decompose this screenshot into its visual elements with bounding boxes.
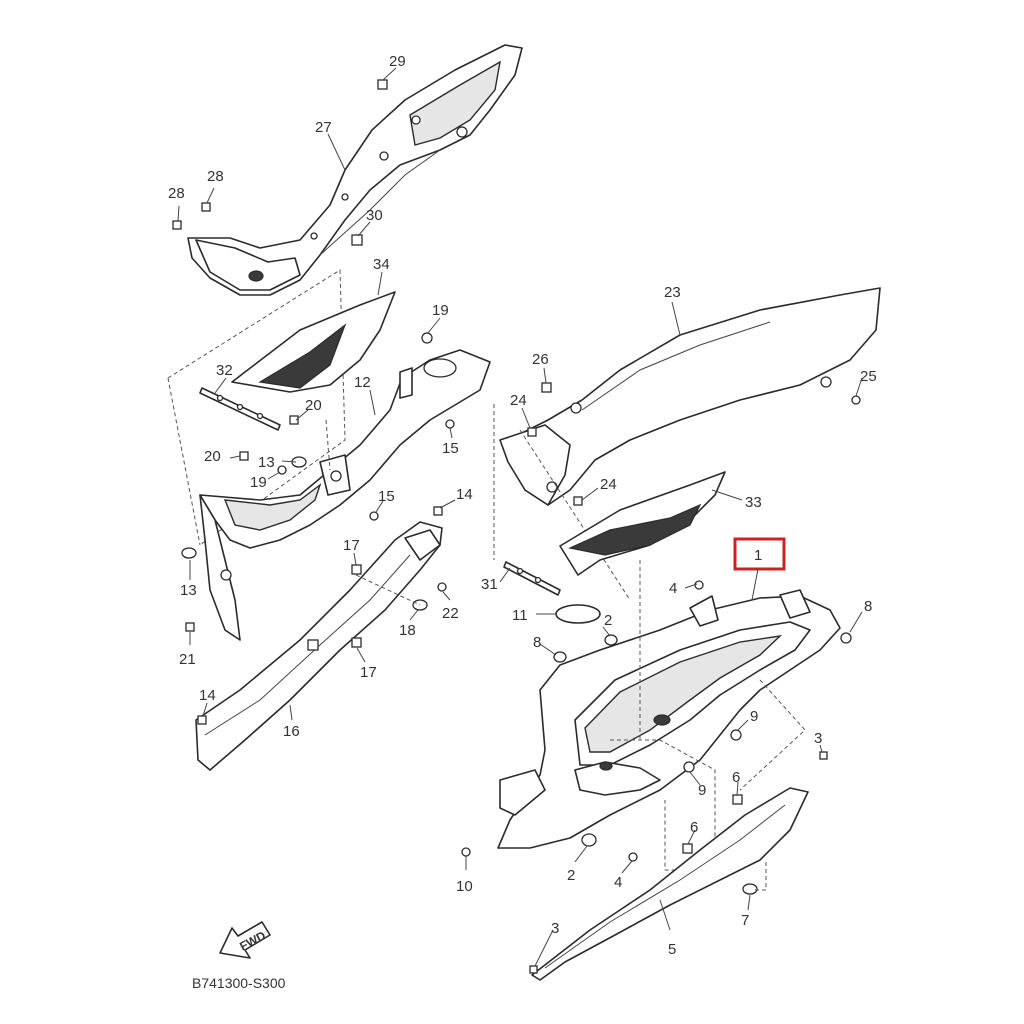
fastener-28b[interactable] [201, 202, 211, 212]
part-23-side-cover-upper[interactable] [499, 287, 881, 506]
fastener-24a[interactable] [527, 427, 537, 437]
label-32: 32 [216, 362, 233, 379]
label-15b: 15 [378, 488, 395, 505]
fastener-15b[interactable] [369, 511, 379, 521]
label-17a: 17 [343, 537, 360, 554]
label-31: 31 [481, 576, 498, 593]
label-34: 34 [373, 256, 390, 273]
label-20b: 20 [204, 448, 221, 465]
label-14b: 14 [199, 687, 216, 704]
label-21: 21 [179, 651, 196, 668]
label-2a: 2 [604, 612, 612, 629]
fastener-3a[interactable] [819, 751, 828, 760]
label-24a: 24 [510, 392, 527, 409]
fwd-arrow-icon: FWD [219, 921, 271, 959]
part-34-decal[interactable] [231, 291, 396, 393]
part-12-inner-cover[interactable] [199, 349, 491, 641]
callout-labels: 29 27 28 28 30 34 32 19 12 20 20 13 19 1… [168, 53, 877, 958]
fastener-20b[interactable] [239, 451, 249, 461]
clip-14b[interactable] [197, 715, 207, 725]
fastener-4a[interactable] [694, 580, 704, 590]
fastener-24b[interactable] [573, 496, 583, 506]
clip-6a[interactable] [732, 794, 743, 805]
label-7: 7 [741, 912, 749, 929]
label-33: 33 [745, 494, 762, 511]
fastener-25[interactable] [851, 395, 861, 405]
fastener-20a[interactable] [289, 415, 299, 425]
label-17b: 17 [360, 664, 377, 681]
label-18: 18 [399, 622, 416, 639]
fastener-26[interactable] [541, 382, 552, 393]
label-19a: 19 [432, 302, 449, 319]
fastener-29[interactable] [377, 79, 388, 90]
diagram-code: B741300-S300 [192, 975, 286, 991]
part-33-decal[interactable] [559, 471, 726, 576]
label-9a: 9 [750, 708, 758, 725]
label-4b: 4 [614, 874, 622, 891]
fastener-8a[interactable] [840, 632, 852, 644]
part-1-highlight-box [733, 537, 786, 571]
label-30: 30 [366, 207, 383, 224]
label-19b: 19 [250, 474, 267, 491]
fastener-21[interactable] [185, 622, 195, 632]
part-27-side-cover[interactable] [187, 44, 523, 296]
label-29: 29 [389, 53, 406, 70]
clip-30[interactable] [351, 234, 363, 246]
label-6b: 6 [690, 819, 698, 836]
label-9b: 9 [698, 782, 706, 799]
cap-11[interactable] [555, 604, 601, 624]
part-16-side-skirt[interactable] [195, 521, 443, 771]
grommet-2a[interactable] [604, 634, 618, 646]
label-13b: 13 [180, 582, 197, 599]
label-22: 22 [442, 605, 459, 622]
label-28b: 28 [207, 168, 224, 185]
label-2b: 2 [567, 867, 575, 884]
part-5-lower-skirt[interactable] [531, 787, 809, 981]
clip-17b[interactable] [351, 637, 362, 648]
label-6a: 6 [732, 769, 740, 786]
label-13a: 13 [258, 454, 275, 471]
label-25: 25 [860, 368, 877, 385]
label-28a: 28 [168, 185, 185, 202]
label-20a: 20 [305, 397, 322, 414]
label-3b: 3 [551, 920, 559, 937]
label-8a: 8 [864, 598, 872, 615]
grommet-2b[interactable] [581, 833, 597, 847]
fastener-15a[interactable] [445, 419, 455, 429]
label-16: 16 [283, 723, 300, 740]
label-12: 12 [354, 374, 371, 391]
label-15a: 15 [442, 440, 459, 457]
label-4a: 4 [669, 580, 677, 597]
label-11: 11 [512, 607, 528, 624]
fastener-19a[interactable] [421, 332, 433, 344]
clip-6b[interactable] [682, 843, 693, 854]
fastener-10[interactable] [461, 847, 471, 857]
label-14a: 14 [456, 486, 473, 503]
grommet-7[interactable] [742, 883, 758, 895]
fastener-4b[interactable] [628, 852, 638, 862]
label-1: 1 [754, 547, 762, 564]
part-31-clip-strip[interactable] [503, 561, 561, 596]
clip-9a[interactable] [730, 729, 742, 741]
part-32-clip-strip[interactable] [199, 387, 281, 431]
fastener-22[interactable] [437, 582, 447, 592]
clip-17a[interactable] [351, 564, 362, 575]
label-3a: 3 [814, 730, 822, 747]
label-23: 23 [664, 284, 681, 301]
clip-14a[interactable] [433, 506, 443, 516]
label-8b: 8 [533, 634, 541, 651]
clip-9b[interactable] [683, 761, 695, 773]
grommet-13b[interactable] [181, 547, 197, 559]
grommet-8b[interactable] [553, 651, 567, 663]
fastener-28a[interactable] [172, 220, 182, 230]
label-24b: 24 [600, 476, 617, 493]
label-5: 5 [668, 941, 676, 958]
label-26: 26 [532, 351, 549, 368]
fastener-3b[interactable] [529, 965, 538, 974]
label-27: 27 [315, 119, 332, 136]
part-1-main-side-cover[interactable] [497, 589, 841, 849]
label-10: 10 [456, 878, 473, 895]
